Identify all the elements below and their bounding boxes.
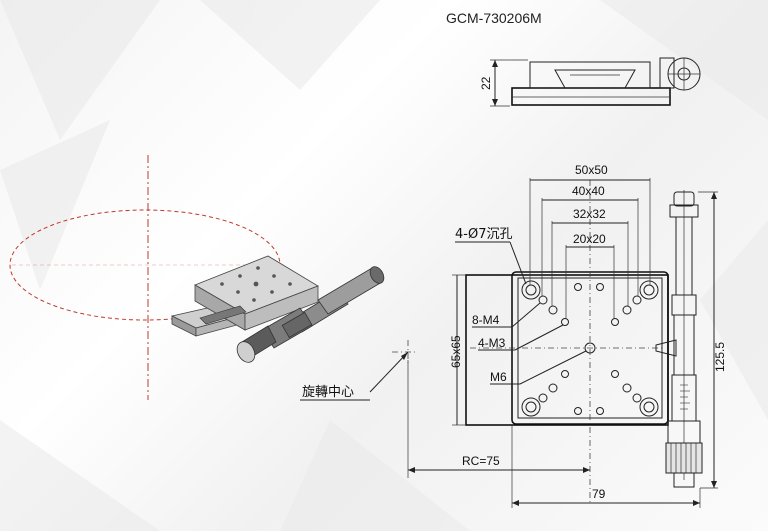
dim-40-label: 40x40 <box>572 184 605 198</box>
perspective-view <box>9 155 385 400</box>
rc-label: RC=75 <box>462 454 500 468</box>
top-view: 50x50 40x40 32x32 20x20 4-Ø7沉孔 8-M4 4-M3 <box>407 163 727 508</box>
dim-32-label: 32x32 <box>573 207 606 221</box>
dim-20-label: 20x20 <box>573 232 606 246</box>
height-125-dimension: 125.5 <box>698 191 727 489</box>
rc-dimension: RC=75 <box>407 360 590 478</box>
hole-callouts: 4-Ø7沉孔 8-M4 4-M3 M6 <box>455 227 587 385</box>
rotation-center-label: 旋轉中心 <box>302 385 354 400</box>
m4-label: 8-M4 <box>472 313 500 327</box>
model-title: GCM-730206M <box>446 10 542 26</box>
height-dim-label: 22 <box>479 76 493 90</box>
m6-label: M6 <box>490 370 507 384</box>
top-dimensions: 50x50 40x40 32x32 20x20 <box>529 163 651 318</box>
rotation-center-callout: 旋轉中心 <box>300 340 418 401</box>
tapped-holes <box>538 283 642 415</box>
micrometer-side <box>655 190 703 488</box>
side-view: 22 <box>479 57 701 107</box>
dim-79-label: 79 <box>592 487 606 501</box>
m3-label: 4-M3 <box>478 336 506 350</box>
counterbore-label: 4-Ø7沉孔 <box>455 227 512 242</box>
dim-65-label: 65x65 <box>449 335 463 368</box>
dim-50-label: 50x50 <box>575 163 608 177</box>
dim-125-label: 125.5 <box>713 342 727 372</box>
counterbore-holes <box>521 280 659 417</box>
width-79-dimension: 79 <box>511 425 701 508</box>
height-65-dimension: 65x65 <box>449 274 466 426</box>
